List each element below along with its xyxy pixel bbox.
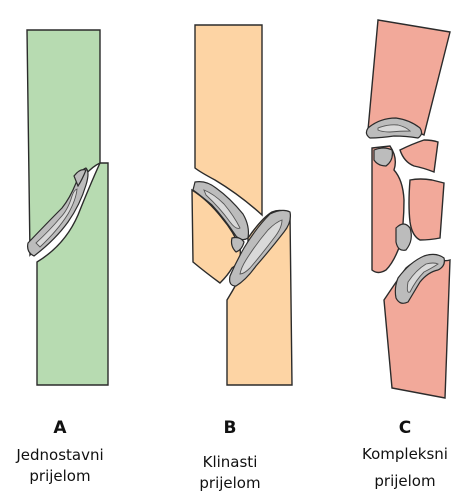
caption-c: C Kompleksni prijelom <box>345 418 465 492</box>
bone-a-simple-fracture <box>27 30 108 385</box>
bone-b-wedge-fracture <box>192 25 292 385</box>
bone-c-complex-fracture <box>366 20 450 398</box>
panel-letter-a: A <box>0 418 120 438</box>
label-a-line2: prijelom <box>0 466 120 487</box>
caption-a: A Jednostavni prijelom <box>0 418 120 487</box>
label-c-line2: prijelom <box>345 471 465 492</box>
label-b-line1: Klinasti <box>170 452 290 473</box>
panel-letter-b: B <box>170 418 290 438</box>
label-b-line2: prijelom <box>170 473 290 494</box>
caption-b: B Klinasti prijelom <box>170 418 290 494</box>
bone-c-fragment-middle-right <box>409 179 444 240</box>
bone-c-fragment-top-right <box>400 140 438 172</box>
bone-c-upper-segment <box>368 20 450 135</box>
panel-letter-c: C <box>345 418 465 438</box>
label-a-line1: Jednostavni <box>0 445 120 466</box>
label-c-line1: Kompleksni <box>345 444 465 465</box>
